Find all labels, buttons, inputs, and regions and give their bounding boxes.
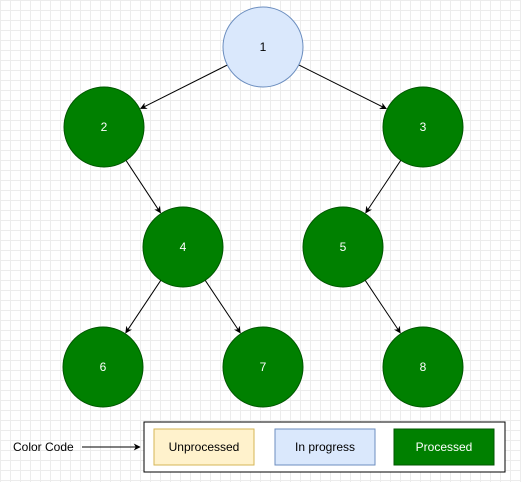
node-label: 7 [260,360,267,374]
node-label: 1 [260,40,267,54]
node-circle [382,326,464,408]
legend-items: Unprocessed In progress Processed [153,428,495,466]
edge-1-2 [139,64,228,110]
edge-3-5 [365,160,402,214]
node-1: 1 [222,6,304,88]
node-4: 4 [142,206,224,288]
legend-item-unprocessed: Unprocessed [153,428,255,466]
color-legend: Color Code Unprocessed In progress Process… [13,421,506,473]
legend-item-processed: Processed [393,428,495,466]
node-circle [222,6,304,88]
node-circle [302,206,384,288]
edge-2-4 [125,160,161,214]
legend-label: In progress [295,440,355,454]
node-2: 2 [63,86,145,168]
legend-item-in-progress: In progress [274,428,376,466]
node-circle [222,326,304,408]
node-circle [142,206,224,288]
node-3: 3 [382,86,464,168]
node-5: 5 [302,206,384,288]
node-7: 7 [222,326,304,408]
node-label: 6 [100,360,107,374]
nodes-layer: 1 2 3 4 5 6 7 8 [62,6,464,408]
edge-5-8 [364,280,401,334]
legend-swatch [393,428,495,466]
edge-1-3 [298,64,387,110]
node-6: 6 [62,326,144,408]
node-circle [382,86,464,168]
node-label: 4 [180,240,187,254]
legend-label: Processed [416,440,473,454]
edges-layer [125,64,402,334]
legend-label: Unprocessed [169,440,240,454]
node-label: 2 [101,120,108,134]
legend-caption: Color Code [13,440,74,454]
node-label: 3 [420,120,427,134]
legend-swatch [274,428,376,466]
edge-4-7 [204,280,241,334]
legend-swatch [153,428,255,466]
node-8: 8 [382,326,464,408]
node-circle [63,86,145,168]
node-circle [62,326,144,408]
node-label: 8 [420,360,427,374]
node-label: 5 [340,240,347,254]
edge-4-6 [125,280,162,334]
